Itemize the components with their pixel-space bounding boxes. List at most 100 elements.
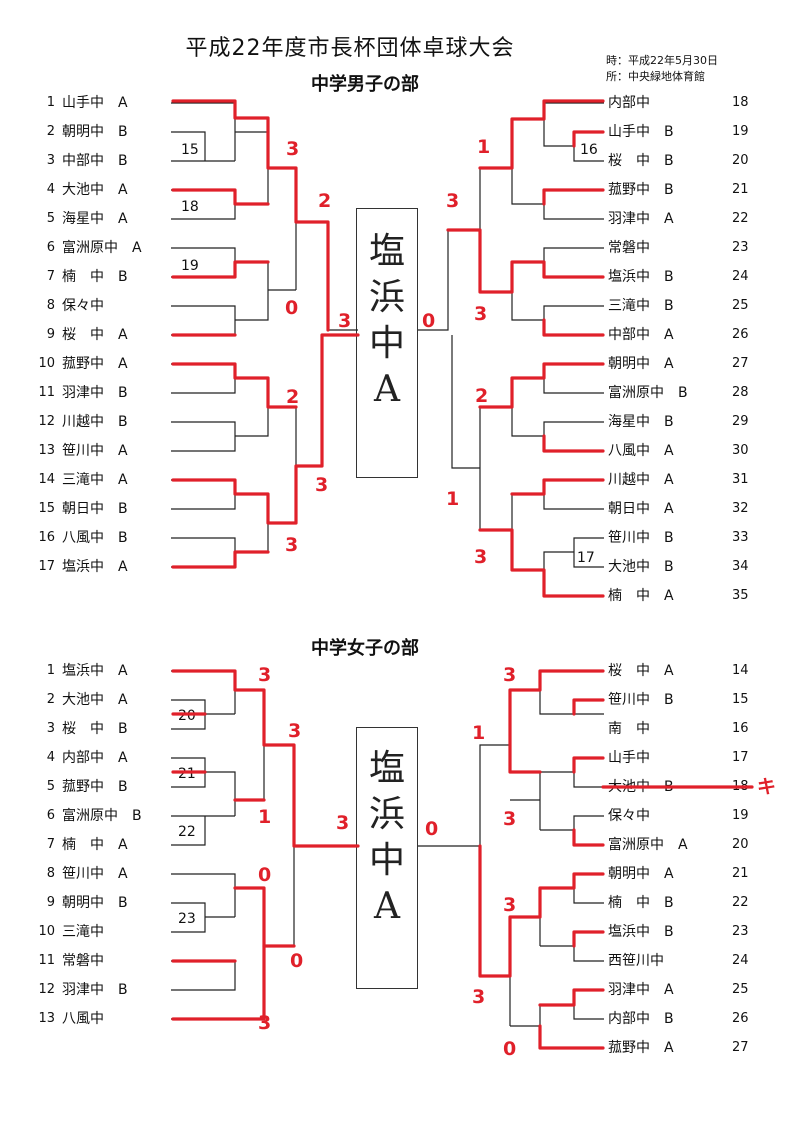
team-seed-number: 16	[38, 530, 55, 545]
boys-score: 3	[286, 138, 300, 160]
team-seed-number: 27	[732, 1040, 749, 1055]
team-seed-number: 24	[732, 953, 749, 968]
team-name: 山手中 A	[62, 95, 128, 111]
team-name: 中部中 B	[62, 153, 128, 169]
event-date: 時：平成22年5月30日	[606, 54, 718, 67]
team-name: 楠 中 A	[608, 588, 674, 604]
team-seed-number: 2	[46, 692, 55, 707]
team-name: 笹川中 B	[608, 692, 674, 708]
team-seed-number: 14	[38, 472, 55, 487]
team-name: 内部中 A	[62, 750, 128, 766]
team-seed-number: 4	[46, 750, 55, 765]
team-name: 山手中	[608, 750, 650, 766]
team-seed-number: 34	[732, 559, 749, 574]
team-name: 八風中 B	[62, 530, 128, 546]
team-name: 西笹川中	[608, 953, 664, 969]
team-seed-number: 19	[732, 808, 749, 823]
team-name: 川越中 B	[62, 414, 128, 430]
team-seed-number: 8	[46, 298, 55, 313]
boys-champion-box: 塩 浜 中 A	[356, 208, 418, 478]
team-seed-number: 12	[38, 414, 55, 429]
boys-score: 2	[318, 190, 332, 212]
girls-score: 3	[288, 720, 302, 742]
team-seed-number: 23	[732, 240, 749, 255]
team-seed-number: 8	[46, 866, 55, 881]
team-name: 桜 中 A	[608, 663, 674, 679]
girls-section-title: 中学女子の部	[311, 638, 419, 659]
team-name: 笹川中 A	[62, 866, 128, 882]
team-name: 大池中 A	[62, 182, 128, 198]
boys-score: 0	[285, 297, 299, 319]
team-seed-number: 20	[732, 837, 749, 852]
team-seed-number: 30	[732, 443, 749, 458]
team-name: 富洲原中 B	[62, 808, 142, 824]
team-seed-number: 28	[732, 385, 749, 400]
girls-champion-char: 塩	[368, 748, 405, 789]
team-name: 朝日中 A	[608, 501, 674, 517]
team-name: 朝明中 B	[62, 124, 128, 140]
team-seed-number: 13	[38, 1011, 55, 1026]
team-name: 笹川中 B	[608, 530, 674, 546]
team-name: 大池中 B	[608, 559, 674, 575]
team-seed-number: 6	[46, 808, 55, 823]
team-seed-number: 17	[38, 559, 55, 574]
team-seed-number: 17	[732, 750, 749, 765]
team-name: 菰野中 B	[62, 779, 128, 795]
team-name: 朝明中 A	[608, 356, 674, 372]
team-name: 笹川中 A	[62, 443, 128, 459]
girls-score: 0	[290, 950, 304, 972]
team-name: 桜 中 B	[608, 153, 674, 169]
boys-champion-char: 浜	[368, 277, 405, 318]
team-name: 川越中 A	[608, 472, 674, 488]
team-seed-number: 25	[732, 982, 749, 997]
boys-section-title: 中学男子の部	[311, 74, 419, 95]
team-name: 塩浜中 B	[608, 269, 674, 285]
team-name: 塩浜中 B	[608, 924, 674, 940]
team-seed-number: 26	[732, 1011, 749, 1026]
page-title: 平成22年度市長杯団体卓球大会	[185, 36, 515, 61]
girls-score: 1	[472, 722, 486, 744]
team-name: 常磐中	[62, 953, 104, 969]
team-name: 桜 中 B	[62, 721, 128, 737]
boys-score: 1	[477, 136, 491, 158]
team-seed-number: 21	[732, 182, 749, 197]
girls-score: 0	[258, 864, 272, 886]
team-seed-number: 1	[46, 95, 55, 110]
girls-score: 3	[336, 812, 350, 834]
team-name: 保々中	[62, 298, 104, 314]
girls-champion-char: 浜	[368, 794, 405, 835]
team-seed-number: 7	[46, 837, 55, 852]
team-name: 中部中 A	[608, 327, 674, 343]
boys-score: 3	[474, 546, 488, 568]
team-name: 塩浜中 A	[62, 559, 128, 575]
boys-score: 1	[446, 488, 460, 510]
boys-match-number: 18	[181, 199, 199, 215]
team-name: 常磐中	[608, 240, 650, 256]
team-seed-number: 22	[732, 211, 749, 226]
boys-score: 2	[475, 385, 489, 407]
girls-match-number: 23	[178, 911, 196, 927]
team-name: 桜 中 A	[62, 327, 128, 343]
team-seed-number: 9	[46, 895, 55, 910]
team-name: 朝明中 B	[62, 895, 128, 911]
team-name: 楠 中 B	[608, 895, 674, 911]
girls-score: 0	[503, 1038, 517, 1060]
team-seed-number: 5	[46, 779, 55, 794]
boys-match-number: 15	[181, 142, 199, 158]
team-seed-number: 18	[732, 95, 749, 110]
team-name: 羽津中 A	[608, 982, 674, 998]
team-name: 富洲原中 A	[62, 240, 142, 256]
team-seed-number: 13	[38, 443, 55, 458]
team-name: 菰野中 A	[608, 1040, 674, 1056]
team-seed-number: 14	[732, 663, 749, 678]
team-name: 楠 中 A	[62, 837, 128, 853]
boys-score: 3	[285, 534, 299, 556]
girls-champion-char: 中	[368, 840, 405, 881]
team-seed-number: 25	[732, 298, 749, 313]
team-seed-number: 15	[732, 692, 749, 707]
boys-champion-char: 塩	[368, 231, 405, 272]
boys-score: 3	[338, 310, 352, 332]
team-seed-number: 12	[38, 982, 55, 997]
team-seed-number: 6	[46, 240, 55, 255]
